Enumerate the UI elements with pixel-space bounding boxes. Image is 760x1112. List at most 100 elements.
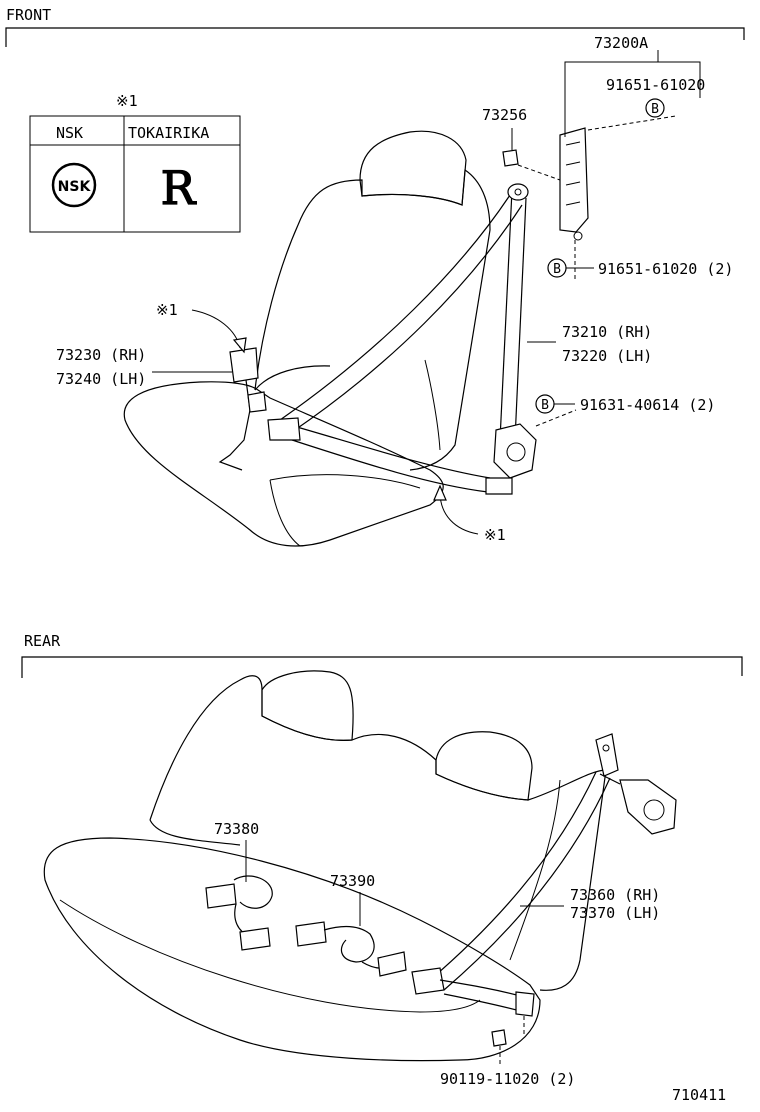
label-91631-40614-2: 91631-40614 (2) (580, 396, 715, 414)
front-seat-belt (218, 183, 537, 495)
rear-seatback-top (149, 675, 607, 821)
nsk-logo-ring (51, 162, 97, 208)
rear-buckle-73380 (205, 840, 273, 951)
leader-73256-dashed (517, 164, 561, 181)
shoulder-adjuster (559, 127, 589, 241)
rear-buckle-left-mount (239, 927, 271, 951)
label-73220-lh: 73220 (LH) (562, 347, 652, 365)
arrowhead-note1-bottom (433, 484, 447, 501)
bolt-marker-bottom: B (535, 394, 555, 414)
rear-cushion-front-contour (59, 899, 481, 1013)
adjuster-bolt-hole (573, 231, 583, 241)
front-headrest (359, 130, 467, 206)
legend-title: ※1 (116, 92, 138, 110)
front-cushion-side-contour (269, 479, 301, 547)
front-cushion-top-contour (269, 474, 421, 489)
adjuster-slot-4 (565, 201, 581, 206)
supplier-legend-table: ※1 NSK TOKAIRIKA NSK R (29, 92, 241, 233)
rear-belt-shoulder-inner (443, 777, 611, 991)
rear-seatback-left-edge (149, 819, 241, 846)
adjuster-slot-2 (565, 161, 581, 166)
front-seat-cushion (123, 381, 444, 547)
rear-tongue-plate (411, 967, 445, 995)
bolt-marker-bottom-letter: B (541, 398, 549, 413)
label-73230-rh: 73230 (RH) (56, 346, 146, 364)
rear-shoulder-anchor-bolt (602, 744, 610, 752)
rear-seat-cushion (43, 837, 541, 1062)
front-retractor (493, 423, 537, 479)
adjuster-slot-3 (565, 181, 581, 186)
rear-seatback-contour (509, 779, 561, 961)
nsk-logo: NSK (51, 162, 97, 208)
rear-belt-shoulder-outer (429, 771, 597, 981)
rear-retractor (619, 779, 677, 835)
label-73390: 73390 (330, 872, 375, 890)
front-floor-anchor (485, 477, 513, 495)
label-73210-rh: 73210 (RH) (562, 323, 652, 341)
rear-retractor-spool (643, 799, 665, 821)
front-shoulder-anchor-bolt (514, 188, 522, 196)
adjuster-rail (559, 127, 589, 233)
diagram-id: 710411 (672, 1086, 726, 1104)
front-seatback-lower-edge (254, 365, 331, 391)
rear-buckle-center-webbing (323, 925, 375, 963)
front-belt-shoulder-upper (279, 194, 511, 421)
rear-shoulder-anchor (595, 733, 619, 777)
front-section: FRONT ※1 NSK TOKAIRIKA NSK R (5, 6, 745, 547)
rear-floor-anchor (515, 991, 535, 1017)
rear-section: REAR (21, 632, 743, 1088)
front-retractor-spool (506, 442, 526, 462)
rear-headrest-right (435, 731, 533, 801)
front-seatback-contour (424, 359, 441, 451)
front-seatback (254, 168, 491, 471)
rear-bench-drawing (43, 670, 607, 1062)
label-73256: 73256 (482, 106, 527, 124)
leader-91651-top-dashed (587, 115, 677, 131)
front-section-title: FRONT (6, 6, 51, 24)
rear-buckle-left-webbing (233, 875, 273, 909)
bolt-marker-top-letter: B (651, 102, 659, 117)
rear-anchor-bolt-90119 (491, 1029, 507, 1047)
rear-headrest-left (261, 670, 354, 741)
legend-header-tokairika: TOKAIRIKA (128, 124, 209, 142)
bolt-marker-top-ring (645, 98, 665, 118)
rear-section-title: REAR (24, 632, 61, 650)
rear-buckle-73390 (295, 892, 407, 977)
front-buckle-stalk (218, 379, 251, 471)
anchor-cover-73256 (502, 149, 519, 167)
front-buckle (229, 347, 259, 383)
front-buckle-mount (247, 391, 267, 413)
rear-buckle-left (205, 883, 237, 909)
front-belt-lap-upper (289, 424, 491, 479)
bolt-marker-middle: B (547, 258, 567, 278)
rear-seatback-right-edge (539, 769, 607, 991)
front-shoulder-anchor (507, 183, 529, 201)
label-73380: 73380 (214, 820, 259, 838)
front-belt-vertical-outer (499, 189, 513, 441)
nsk-logo-text: NSK (58, 179, 92, 195)
bolt-marker-bottom-ring (535, 394, 555, 414)
bolt-marker-middle-ring (547, 258, 567, 278)
rear-section-bracket (21, 656, 743, 678)
label-73360-rh: 73360 (RH) (570, 886, 660, 904)
rear-buckle-center (295, 921, 327, 947)
leader-note1-top-arrow (191, 309, 241, 349)
legend-header-nsk: NSK (56, 124, 83, 142)
front-belt-lap-lower (291, 439, 489, 493)
label-91651-61020: 91651-61020 (606, 76, 705, 94)
arrowhead-note1-top (232, 337, 247, 354)
leader-73200A (564, 61, 701, 137)
bolt-marker-top: B (645, 98, 665, 118)
label-73240-lh: 73240 (LH) (56, 370, 146, 388)
front-seat-drawing (123, 130, 491, 547)
tokairika-logo-text: R (161, 161, 197, 215)
bolt-marker-middle-letter: B (553, 262, 561, 277)
tokairika-logo: R (160, 160, 197, 215)
rear-outer-seat-belt (411, 733, 677, 1047)
legend-border (29, 115, 241, 233)
front-belt-vertical-inner (514, 197, 527, 441)
label-90119-11020-2: 90119-11020 (2) (440, 1070, 575, 1088)
front-tongue-plate (267, 417, 301, 441)
label-73200A: 73200A (594, 34, 648, 52)
